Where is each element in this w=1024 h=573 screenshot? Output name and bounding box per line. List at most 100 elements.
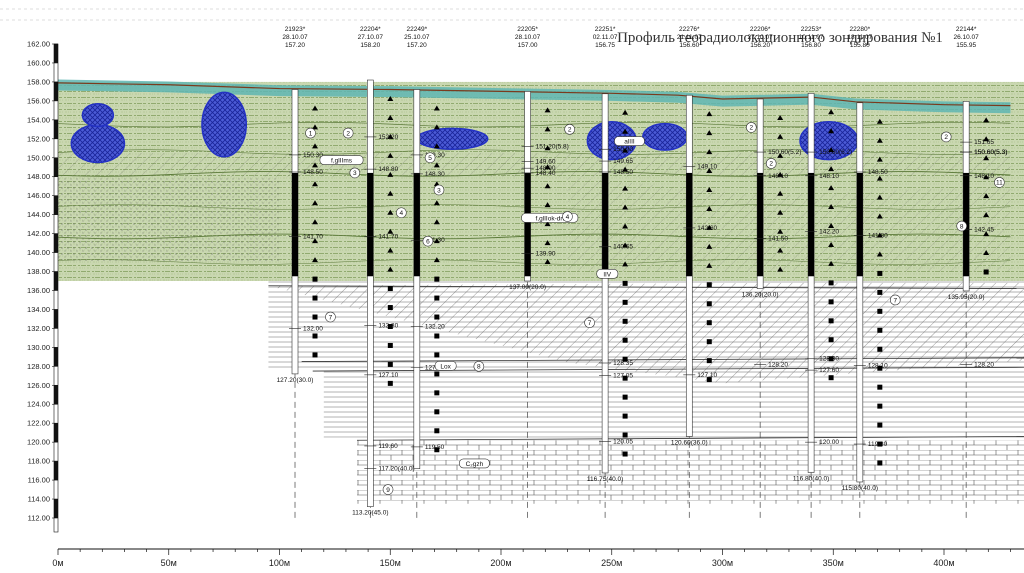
borehole-date: 25.10.07 xyxy=(404,34,430,41)
borehole-id: 22206* xyxy=(750,26,771,33)
sample-triangle xyxy=(983,155,990,161)
sample-triangle xyxy=(312,200,319,206)
sample-triangle xyxy=(706,243,713,249)
sample-triangle xyxy=(828,147,835,153)
sample-square xyxy=(877,365,883,371)
borehole-top-elevation: 155.95 xyxy=(956,42,976,49)
anomaly-ellipse xyxy=(201,91,248,158)
sample-triangle xyxy=(876,156,883,162)
layer-number-circle xyxy=(940,131,952,143)
sample-square xyxy=(434,276,440,282)
layer-number-circle xyxy=(564,124,575,135)
layer-number-text: 3 xyxy=(437,187,441,194)
sample-triangle xyxy=(387,190,394,196)
x-axis-label: 250м xyxy=(601,558,622,568)
x-axis-label: 350м xyxy=(823,558,844,568)
borehole-mark-label: 142.20 xyxy=(819,229,839,236)
x-axis-label: 400м xyxy=(933,558,954,568)
layer-number-circle xyxy=(433,184,445,196)
borehole-column xyxy=(856,102,864,483)
sample-triangle xyxy=(544,107,551,113)
borehole-id: 22251* xyxy=(595,26,616,33)
sample-square xyxy=(706,358,712,364)
borehole-solid-segment xyxy=(808,172,815,277)
sample-triangle xyxy=(828,223,835,229)
profile-title: Профиль георадиолокационного зондировани… xyxy=(617,30,943,46)
borehole-id: 22249* xyxy=(407,26,428,33)
borehole-solid-segment xyxy=(292,172,299,277)
sample-triangle xyxy=(828,241,835,247)
y-axis-label: 116.00 xyxy=(28,476,50,485)
sample-square xyxy=(877,403,883,409)
sample-triangle xyxy=(387,228,394,234)
y-axis-segment xyxy=(54,233,58,253)
borehole-top-elevation: 155.80 xyxy=(850,42,870,49)
borehole-date: 27.10.07 xyxy=(747,34,773,41)
anomaly-ellipse xyxy=(70,123,126,164)
sample-triangle xyxy=(544,202,551,208)
reflection-line xyxy=(57,233,1011,240)
sample-triangle xyxy=(983,250,990,256)
borehole-date: 27.10.07 xyxy=(358,34,384,41)
layer-number-text: 7 xyxy=(588,320,592,327)
sample-triangle xyxy=(622,147,629,153)
sample-square xyxy=(622,375,628,381)
layer-number-circle xyxy=(889,294,901,306)
sample-square xyxy=(434,390,440,396)
y-axis-segment xyxy=(54,119,58,139)
sample-triangle xyxy=(622,261,629,267)
sample-square xyxy=(877,460,883,466)
borehole-bottom-label: 115.80(40.0) xyxy=(842,485,878,492)
borehole-mark-label: 148.10 xyxy=(819,173,839,180)
x-axis-label: 200м xyxy=(490,558,511,568)
layer-number-text: 2 xyxy=(769,161,773,168)
sample-square xyxy=(434,333,440,339)
sample-triangle xyxy=(312,238,319,244)
y-axis-segment xyxy=(54,195,58,215)
y-axis-label: 152.00 xyxy=(27,134,50,143)
layer-number-text: 3 xyxy=(353,170,357,177)
borehole-mark-label: 150.30 xyxy=(425,152,445,159)
sample-triangle xyxy=(777,171,784,177)
borehole-date: 02.11.07 xyxy=(593,34,618,41)
borehole-mark-label: 148.40 xyxy=(536,170,556,177)
sample-triangle xyxy=(312,143,319,149)
layer-number-text: 7 xyxy=(893,297,897,304)
layer-contact-line xyxy=(312,366,1024,372)
reflection-line xyxy=(57,259,1011,265)
y-axis-segment xyxy=(54,309,58,329)
sample-triangle xyxy=(876,137,883,143)
x-axis-label: 150м xyxy=(380,558,401,568)
sample-triangle xyxy=(828,204,835,210)
borehole-bottom-label: 120.60(36.0) xyxy=(671,439,708,446)
sample-triangle xyxy=(876,232,883,238)
sample-triangle xyxy=(433,219,440,225)
sample-triangle xyxy=(544,145,551,151)
sample-square xyxy=(706,301,712,307)
borehole-date: 18.11.07 xyxy=(847,34,872,41)
borehole-id: 22205* xyxy=(517,26,538,33)
borehole-mark-label: 128.35 xyxy=(613,360,633,367)
sample-square xyxy=(828,375,834,381)
layer-number-circle xyxy=(956,220,968,232)
sample-square xyxy=(828,318,834,324)
sample-square xyxy=(706,282,712,288)
borehole-id: 22280* xyxy=(850,26,871,33)
sample-square xyxy=(434,428,440,434)
borehole-mark-label: 150.60(5.3) xyxy=(974,149,1007,156)
sample-triangle xyxy=(544,183,551,189)
sand-dots-area xyxy=(58,176,280,263)
sample-triangle xyxy=(433,162,440,168)
sample-triangle xyxy=(777,209,784,215)
sample-triangle xyxy=(777,133,784,139)
sample-triangle xyxy=(387,266,394,272)
sample-triangle xyxy=(433,124,440,130)
sample-square xyxy=(622,299,628,305)
borehole-solid-segment xyxy=(602,172,609,277)
sample-square xyxy=(434,447,440,453)
sample-triangle xyxy=(387,247,394,253)
layer-number-text: 1 xyxy=(309,130,313,137)
sample-square xyxy=(877,327,883,333)
layer-number-text: 11 xyxy=(996,180,1003,187)
